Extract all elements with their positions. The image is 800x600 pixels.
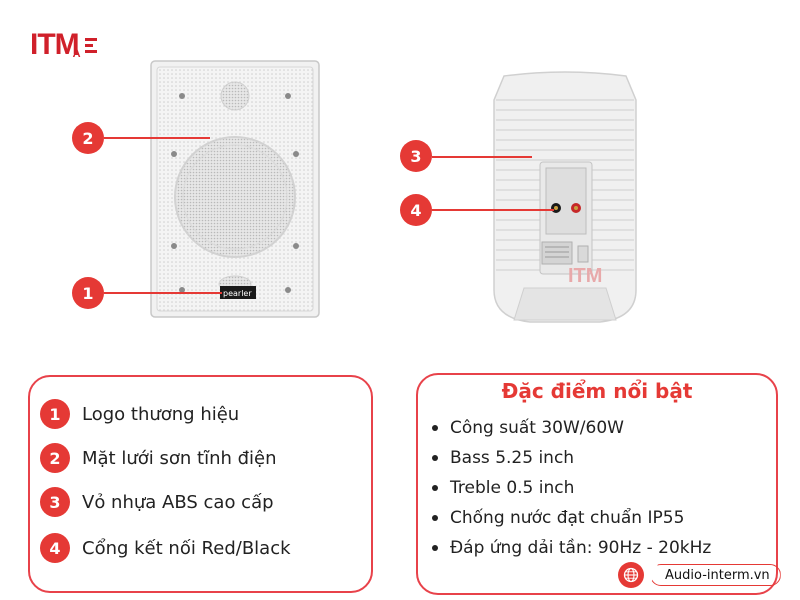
features-list: Công suất 30W/60W Bass 5.25 inch Treble … <box>432 413 711 563</box>
speaker-front-image: pearler <box>150 60 320 318</box>
legend-number: 3 <box>40 487 70 517</box>
brand-logo-sub: A <box>72 48 81 60</box>
brand-logo-text: ITM <box>30 28 80 61</box>
website-url-link[interactable]: Audio-interm.vn <box>650 564 781 586</box>
brand-logo: ITM A <box>30 30 99 62</box>
bullet-icon <box>432 485 438 491</box>
bullet-icon <box>432 545 438 551</box>
brand-plate-text: pearler <box>223 289 252 298</box>
feature-text: Đáp ứng dải tần: 90Hz - 20kHz <box>450 538 712 558</box>
marker-1: 1 <box>72 277 104 309</box>
legend-item-3: 3 Vỏ nhựa ABS cao cấp <box>40 487 274 517</box>
legend-label: Logo thương hiệu <box>82 403 240 425</box>
feature-item: Bass 5.25 inch <box>432 443 711 473</box>
bullet-icon <box>432 515 438 521</box>
globe-icon <box>618 562 644 588</box>
legend-number: 4 <box>40 533 70 563</box>
legend-panel: 1 Logo thương hiệu 2 Mặt lưới sơn tĩnh đ… <box>28 375 373 593</box>
feature-item: Chống nước đạt chuẩn IP55 <box>432 503 711 533</box>
legend-label: Vỏ nhựa ABS cao cấp <box>82 491 274 513</box>
legend-label: Cổng kết nối Red/Black <box>82 537 291 559</box>
feature-item: Công suất 30W/60W <box>432 413 711 443</box>
marker-3: 3 <box>400 140 432 172</box>
brand-logo-dashes <box>84 38 99 56</box>
leader-line-2 <box>104 137 210 139</box>
back-watermark-text: ITM <box>568 265 602 287</box>
feature-item: Đáp ứng dải tần: 90Hz - 20kHz <box>432 533 711 563</box>
feature-item: Treble 0.5 inch <box>432 473 711 503</box>
speaker-back-image: ITM <box>493 71 637 323</box>
legend-item-4: 4 Cổng kết nối Red/Black <box>40 533 291 563</box>
legend-item-1: 1 Logo thương hiệu <box>40 399 239 429</box>
bullet-icon <box>432 455 438 461</box>
marker-2: 2 <box>72 122 104 154</box>
features-title: Đặc điểm nổi bật <box>501 379 693 403</box>
feature-text: Công suất 30W/60W <box>450 418 624 438</box>
legend-label: Mặt lưới sơn tĩnh điện <box>82 447 277 469</box>
legend-number: 2 <box>40 443 70 473</box>
legend-item-2: 2 Mặt lưới sơn tĩnh điện <box>40 443 277 473</box>
bullet-icon <box>432 425 438 431</box>
leader-line-1 <box>104 292 222 294</box>
features-panel: Đặc điểm nổi bật Công suất 30W/60W Bass … <box>416 373 778 595</box>
legend-number: 1 <box>40 399 70 429</box>
feature-text: Bass 5.25 inch <box>450 448 575 468</box>
feature-text: Chống nước đạt chuẩn IP55 <box>450 508 685 528</box>
leader-line-3 <box>432 156 532 158</box>
leader-line-4 <box>432 209 554 211</box>
website-badge[interactable]: Audio-interm.vn <box>618 562 781 588</box>
feature-text: Treble 0.5 inch <box>450 478 575 498</box>
marker-4: 4 <box>400 194 432 226</box>
